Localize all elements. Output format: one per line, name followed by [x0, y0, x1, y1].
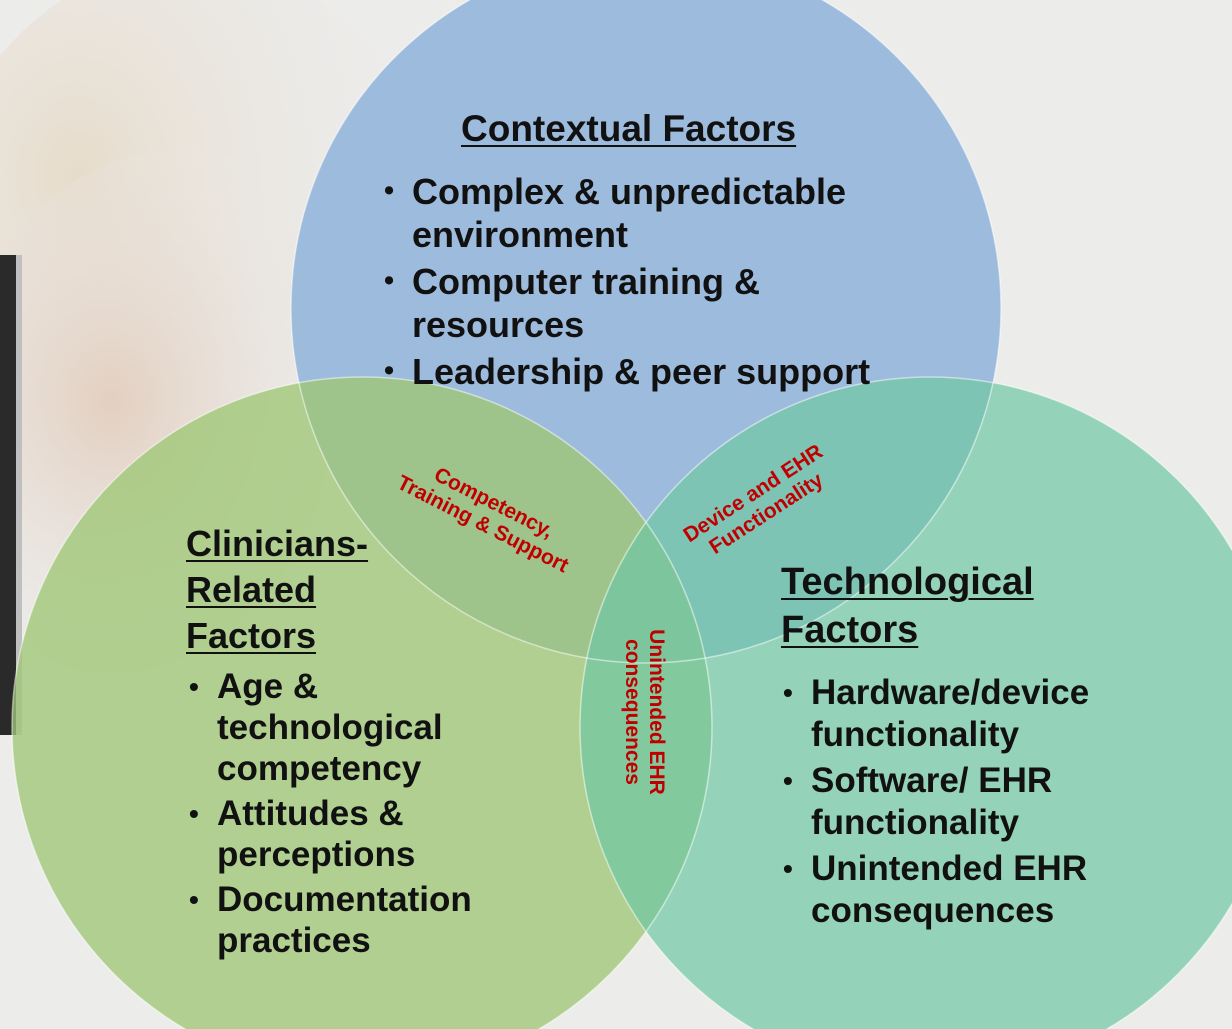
- overlap-label-line: Unintended EHR: [645, 629, 668, 795]
- contextual-bullet: Complex & unpredictable environment: [384, 170, 924, 256]
- technological-bullet: Software/ EHR functionality: [783, 760, 1143, 844]
- contextual-bullet: Leadership & peer support: [384, 350, 924, 393]
- overlap-label-unintended: Unintended EHR consequences: [620, 612, 668, 812]
- technological-bullet: Hardware/device functionality: [783, 672, 1143, 756]
- technological-bullet: Unintended EHR consequences: [783, 848, 1143, 932]
- clinicians-heading: Clinicians- Related Factors: [186, 521, 368, 659]
- contextual-heading: Contextual Factors: [461, 108, 797, 149]
- clinicians-bullet-list: Age & technological competency Attitudes…: [189, 666, 509, 961]
- clinicians-heading-line: Factors: [186, 615, 317, 656]
- technological-heading-line: Factors: [781, 609, 919, 651]
- technological-bullet-list: Hardware/device functionality Software/ …: [783, 672, 1143, 932]
- clinicians-heading-line: Clinicians-: [186, 523, 369, 564]
- overlap-label-line: consequences: [621, 639, 644, 785]
- technological-heading-line: Technological: [781, 561, 1034, 603]
- clinicians-bullet: Age & technological competency: [189, 666, 509, 789]
- clinicians-heading-line: Related: [186, 569, 317, 610]
- clinicians-bullet: Attitudes & perceptions: [189, 793, 509, 875]
- technological-heading: Technological Factors: [781, 558, 1034, 654]
- contextual-bullet: Computer training & resources: [384, 260, 924, 346]
- contextual-bullet-list: Complex & unpredictable environment Comp…: [384, 170, 924, 393]
- clinicians-bullet: Documentation practices: [189, 879, 509, 961]
